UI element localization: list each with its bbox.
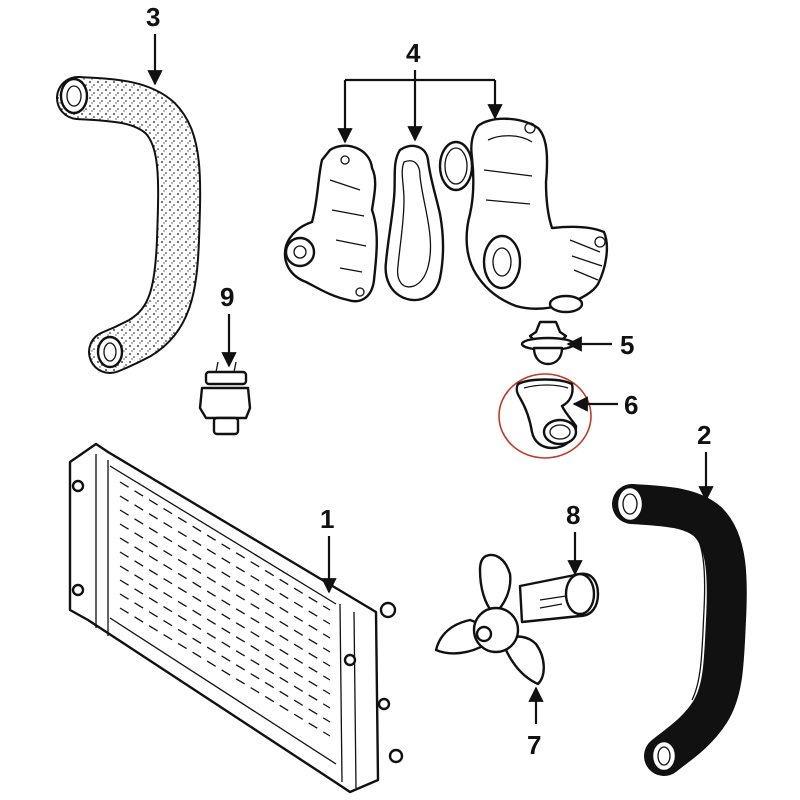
callout-5-label: 5 [620, 330, 634, 360]
thermostat-housing [498, 373, 592, 459]
temperature-sensor [198, 361, 252, 436]
radiator [68, 442, 404, 794]
callout-1: 1 [320, 504, 337, 594]
callout-6: 6 [572, 390, 638, 420]
callout-4-label: 4 [406, 38, 421, 68]
upper-radiator-hose [56, 76, 202, 374]
callout-5: 5 [566, 330, 634, 360]
callout-9-label: 9 [220, 282, 234, 312]
callout-2-label: 2 [697, 420, 711, 450]
callout-3-label: 3 [146, 2, 160, 32]
callout-7-label: 7 [527, 730, 541, 760]
radiator-fins [119, 481, 331, 737]
water-pump-assembly [283, 117, 609, 314]
callout-3: 3 [146, 2, 163, 86]
callout-8-label: 8 [566, 500, 580, 530]
callout-1-label: 1 [320, 504, 334, 534]
callout-4: 4 [337, 38, 503, 144]
callout-8: 8 [566, 500, 583, 576]
callout-9: 9 [220, 282, 237, 368]
highlight-circle [498, 373, 592, 459]
cooling-fan-assembly [434, 553, 600, 686]
callout-2: 2 [697, 420, 714, 502]
callout-7: 7 [527, 686, 544, 760]
callout-6-label: 6 [624, 390, 638, 420]
thermostat [520, 320, 576, 366]
lower-radiator-hose [612, 484, 747, 776]
